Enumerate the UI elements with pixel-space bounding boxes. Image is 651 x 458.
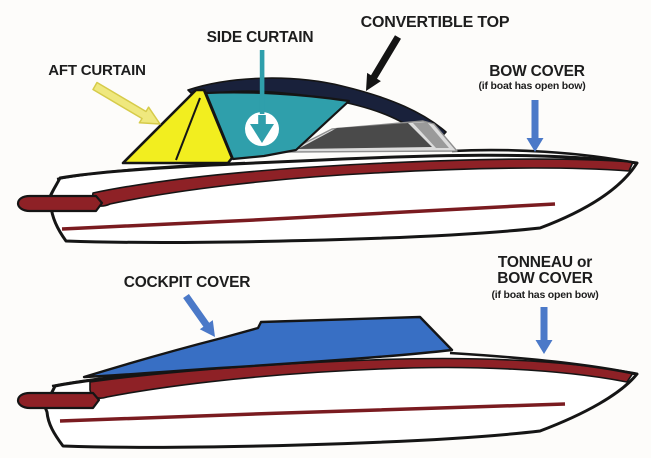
cockpit-cover-shape <box>82 315 454 379</box>
bottom-boat-gunwale-bow <box>449 351 637 376</box>
label-tonneau-note: (if boat has open bow) <box>491 289 599 301</box>
label-tonneau-line2: BOW COVER <box>497 270 593 287</box>
bottom-boat-pinstripe <box>59 402 566 423</box>
label-convertible-top: CONVERTIBLE TOP <box>360 14 510 31</box>
tonneau-arrow <box>535 307 553 354</box>
top-boat-pinstripe <box>61 202 556 231</box>
top-boat-gunwale-bow <box>451 148 637 165</box>
callout-arrows <box>92 35 553 354</box>
windshield-glass-front <box>413 122 449 148</box>
top-boat-swim-platform <box>16 194 104 213</box>
bow-cover-arrow <box>526 100 544 152</box>
label-cockpit-cover: COCKPIT COVER <box>123 274 251 291</box>
windshield-glass <box>298 123 432 149</box>
label-aft-curtain: AFT CURTAIN <box>48 62 146 79</box>
top-boat <box>16 77 639 244</box>
aft-curtain-crease <box>175 97 201 161</box>
bottom-boat <box>16 315 639 449</box>
side-curtain-pointer-line <box>259 50 265 114</box>
circle-down-arrow-icon <box>245 112 279 146</box>
label-tonneau-line1: TONNEAU or <box>497 254 593 271</box>
label-side-curtain: SIDE CURTAIN <box>206 29 314 46</box>
convertible-top-arrow <box>366 35 401 91</box>
label-bow-cover-note: (if boat has open bow) <box>478 80 586 92</box>
bottom-boat-swim-platform <box>16 391 101 410</box>
aft-curtain-arrow <box>92 81 161 125</box>
label-bow-cover: BOW COVER <box>489 63 585 80</box>
cockpit-cover-arrow <box>183 294 215 337</box>
top-boat-sheer-stripe <box>91 158 634 207</box>
